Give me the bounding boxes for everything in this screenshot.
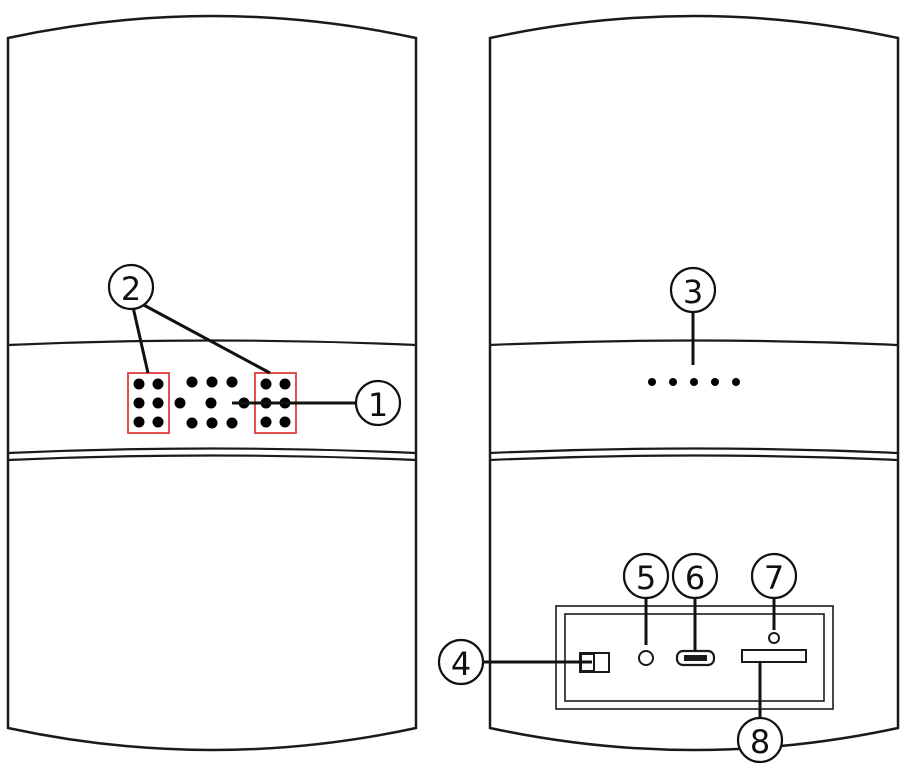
callout-6-ring xyxy=(671,552,719,600)
callout-7-ring xyxy=(750,552,798,600)
callout-8-label: 8 xyxy=(750,723,770,761)
dot xyxy=(186,376,198,388)
dot xyxy=(186,417,198,429)
leader-2-left xyxy=(131,306,150,374)
dot xyxy=(690,378,698,386)
dot xyxy=(732,378,740,386)
front-band-bottom-1 xyxy=(7,447,417,455)
back-view xyxy=(483,14,900,752)
callout-1: 1 xyxy=(354,379,402,427)
callout-4: 4 xyxy=(437,638,485,686)
dot xyxy=(206,376,218,388)
leader-2-right xyxy=(139,301,271,375)
callout-6: 6 xyxy=(671,552,719,600)
callout-3-ring xyxy=(669,266,717,314)
front-view xyxy=(6,14,418,752)
callout-7: 7 xyxy=(750,552,798,600)
dot xyxy=(133,397,145,409)
callout-2-ring xyxy=(107,263,155,311)
callout-3-label: 3 xyxy=(683,273,703,311)
callout-3: 3 xyxy=(669,266,717,314)
dot xyxy=(279,416,291,428)
sd-card-slot xyxy=(741,649,807,663)
callout-4-ring xyxy=(437,638,485,686)
dot xyxy=(711,378,719,386)
dot xyxy=(133,416,145,428)
dot xyxy=(152,416,164,428)
dot xyxy=(648,378,656,386)
callout-1-ring xyxy=(354,379,402,427)
callout-1-label: 1 xyxy=(368,386,388,424)
dot xyxy=(669,378,677,386)
callout-4-label: 4 xyxy=(451,645,471,683)
dot xyxy=(260,416,272,428)
callout-7-label: 7 xyxy=(764,559,784,597)
back-band-bottom-2 xyxy=(489,454,899,462)
back-band-bottom-1 xyxy=(489,447,899,455)
dot xyxy=(152,378,164,390)
callout-8-ring xyxy=(736,716,784,764)
callout-5-ring xyxy=(622,552,670,600)
dot xyxy=(205,397,217,409)
dot xyxy=(260,378,272,390)
dot xyxy=(279,378,291,390)
micro-usb-port xyxy=(675,649,716,667)
reset-pinhole xyxy=(638,650,654,666)
callout-6-label: 6 xyxy=(685,559,705,597)
dot xyxy=(174,397,186,409)
dot xyxy=(226,417,238,429)
callout-8: 8 xyxy=(736,716,784,764)
dot xyxy=(152,397,164,409)
callout-5: 5 xyxy=(622,552,670,600)
status-led xyxy=(768,632,780,644)
front-dot-grid xyxy=(133,376,291,429)
callout-2-label: 2 xyxy=(121,270,141,308)
front-band-bottom-2 xyxy=(7,454,417,462)
usb-port-contacts xyxy=(684,655,707,661)
dot xyxy=(133,378,145,390)
callout-2: 2 xyxy=(107,263,155,311)
dot xyxy=(226,376,238,388)
indicator-dots xyxy=(648,378,740,386)
callout-5-label: 5 xyxy=(636,559,656,597)
left-dot-group-highlight xyxy=(127,372,170,434)
dot xyxy=(206,417,218,429)
